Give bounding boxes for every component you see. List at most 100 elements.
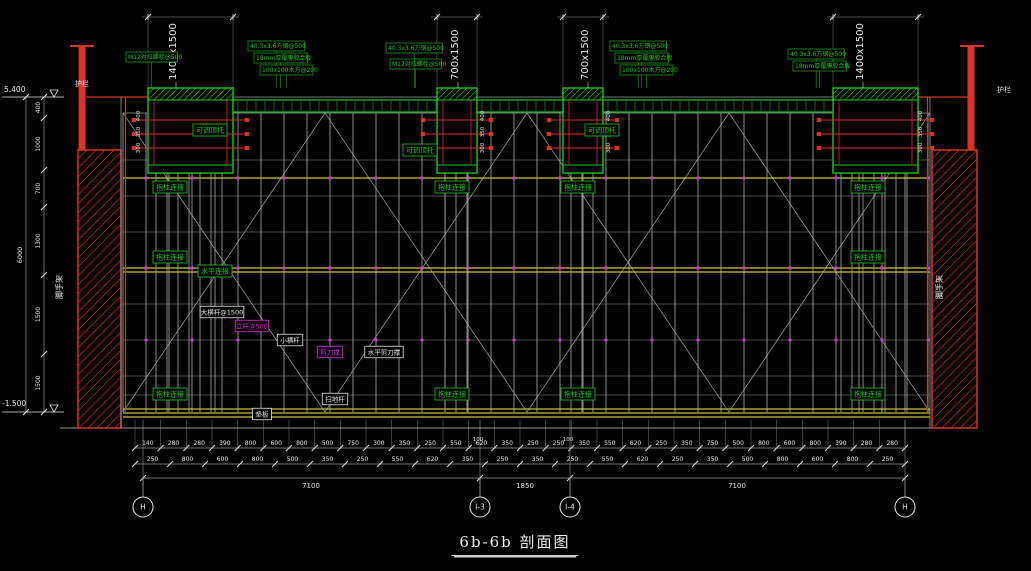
connection-label-text: 抱柱连接 xyxy=(438,183,466,192)
dim-label: 350 xyxy=(578,440,590,447)
guardrail-post xyxy=(967,45,975,151)
tie-plate xyxy=(131,145,137,151)
node-marker xyxy=(558,176,562,180)
dim-tick xyxy=(40,114,48,122)
beam-top-hatch xyxy=(195,87,209,101)
wall-hatch-line xyxy=(931,293,978,340)
dim-label: 250 xyxy=(147,456,159,463)
beam-size-label: 700x1500 xyxy=(580,30,591,80)
dim-tick xyxy=(376,460,384,468)
beam-top-hatch xyxy=(183,87,197,101)
dim-label: 800 xyxy=(252,456,264,463)
beam-top-hatch xyxy=(442,87,456,101)
wall-hatch-line xyxy=(77,331,122,376)
dim-label: 800 xyxy=(809,440,821,447)
connection-label-text: 抱柱连接 xyxy=(156,183,184,192)
dim-label: 620 xyxy=(637,456,649,463)
wall-hatch-line xyxy=(77,149,115,187)
node-marker xyxy=(558,266,562,270)
beam-top-hatch xyxy=(225,92,234,101)
node-marker xyxy=(650,176,654,180)
tie-plate xyxy=(420,131,426,137)
dim-tick xyxy=(551,460,559,468)
dim-tick xyxy=(866,460,874,468)
connection-label-box xyxy=(152,180,188,194)
dim-label: 250 xyxy=(655,440,667,447)
dim-tick xyxy=(761,460,769,468)
wall-hatch-line xyxy=(77,205,122,250)
tie-plate xyxy=(929,145,935,151)
node-marker xyxy=(374,176,378,180)
beam-top-hatch xyxy=(568,87,582,101)
dim-label: 800 xyxy=(758,440,770,447)
dim-label: 250 xyxy=(553,440,565,447)
wall-hatch-line xyxy=(77,149,106,178)
dim-tick xyxy=(40,271,48,279)
dim-label: 350 xyxy=(501,440,513,447)
axis-label: I-3 xyxy=(475,503,485,512)
dim-label: 750 xyxy=(707,440,719,447)
wall-hatch-line xyxy=(968,419,978,429)
connection-label-box xyxy=(197,264,233,278)
dim-tick xyxy=(201,460,209,468)
dim-label: 800 xyxy=(182,456,194,463)
top-annotation-text: 18mm厚覆膜胶合板 xyxy=(795,62,850,70)
node-marker xyxy=(190,338,194,342)
connection-label-text: 抱柱连接 xyxy=(156,390,184,399)
wall-hatch-line xyxy=(931,284,978,331)
dim-label: 500 xyxy=(322,440,334,447)
top-annotation-text: M12对拉螺栓@500 xyxy=(128,53,182,61)
wall-hatch-line xyxy=(931,365,978,412)
tie-plate xyxy=(244,117,250,123)
node-marker xyxy=(144,338,148,342)
dim-tick xyxy=(236,460,244,468)
node-marker xyxy=(190,176,194,180)
member-label-box xyxy=(321,392,349,406)
tie-plate xyxy=(614,145,620,151)
wall-hatch-line xyxy=(931,149,978,196)
tie-plate xyxy=(488,131,494,137)
drawing-title: 6b-6b 剖面图 xyxy=(451,531,579,556)
node-marker xyxy=(512,176,516,180)
wall-hatch-line xyxy=(931,149,960,178)
beam-top-hatch xyxy=(153,87,167,101)
member-label-text: 剪刀撑 xyxy=(320,347,340,356)
connection-label-text: 抱柱连接 xyxy=(564,390,592,399)
beam-top-hatch xyxy=(592,89,604,101)
wall-hatch-line xyxy=(105,412,122,429)
axis-label: H xyxy=(140,503,146,512)
axis-bubble xyxy=(469,496,491,518)
connection-label-box xyxy=(584,123,620,137)
tie-plate xyxy=(546,117,552,123)
beam-top-hatch xyxy=(832,87,846,101)
node-marker xyxy=(742,266,746,270)
wall-hatch-line xyxy=(959,410,978,429)
connection-label-box xyxy=(402,143,438,157)
node-marker xyxy=(420,266,424,270)
dim-label: 280 xyxy=(168,440,180,447)
dim-label: 250 xyxy=(424,440,436,447)
wall-hatch-line xyxy=(931,266,978,313)
tie-plate xyxy=(816,117,822,123)
dim-label: 350 xyxy=(532,456,544,463)
dim-label: 250 xyxy=(527,440,539,447)
dim-label: 390 xyxy=(219,440,231,447)
wall-hatch-line xyxy=(931,347,978,394)
dim-tick xyxy=(831,460,839,468)
dim-tick xyxy=(341,460,349,468)
connection-label-box xyxy=(560,180,596,194)
beam-top-hatch xyxy=(171,87,185,101)
dim-label: 800 xyxy=(847,456,859,463)
node-marker xyxy=(512,266,516,270)
node-marker xyxy=(604,176,608,180)
cross-brace xyxy=(526,112,730,413)
node-marker xyxy=(558,338,562,342)
wall-hatch-line xyxy=(931,275,978,322)
dim-tick xyxy=(131,460,139,468)
wall-hatch-line xyxy=(950,401,978,429)
tie-plate xyxy=(816,145,822,151)
dim-label: 700 xyxy=(35,183,42,195)
connection-label-box xyxy=(152,387,188,401)
node-marker xyxy=(144,176,148,180)
